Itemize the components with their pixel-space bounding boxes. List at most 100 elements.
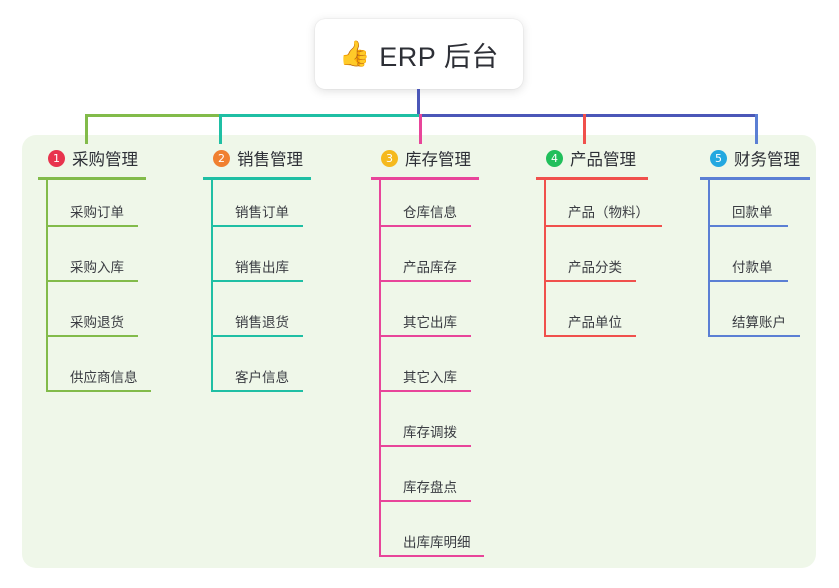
branch-item[interactable]: 销售订单 (211, 180, 311, 235)
branch-header-1[interactable]: 1 采购管理 (38, 146, 146, 170)
branch-title-underline (203, 177, 311, 180)
branch-item-underline (379, 335, 471, 337)
branch-title-underline (536, 177, 648, 180)
branch-item-underline (46, 335, 138, 337)
diagram-background-panel (22, 135, 816, 568)
branch-item-underline (544, 335, 636, 337)
branch-item-list-1: 采购订单采购入库采购退货供应商信息 (38, 180, 151, 400)
branch-item[interactable]: 销售退货 (211, 290, 311, 345)
thumbs-up-icon: 👍 (339, 39, 371, 68)
branch-item-underline (708, 335, 800, 337)
branch-item-label: 客户信息 (235, 370, 289, 385)
branch-item-label: 付款单 (732, 260, 773, 275)
branch-item[interactable]: 采购入库 (46, 235, 146, 290)
branch-item-underline (379, 555, 484, 557)
branch-item-label: 产品分类 (568, 260, 622, 275)
branch-item-label: 采购退货 (70, 315, 124, 330)
branch-item-label: 采购订单 (70, 205, 124, 220)
branch-item-list-3: 仓库信息产品库存其它出库其它入库库存调拨库存盘点出库库明细 (371, 180, 484, 565)
branch-column-2: 2 销售管理销售订单销售出库销售退货客户信息 (203, 146, 311, 400)
branch-item-label: 供应商信息 (70, 370, 138, 385)
branch-drop-5 (755, 114, 758, 144)
branch-item[interactable]: 产品库存 (379, 235, 479, 290)
branch-index-badge: 1 (48, 149, 65, 167)
branch-item[interactable]: 仓库信息 (379, 180, 479, 235)
branch-item-underline (544, 280, 636, 282)
branch-item-underline (544, 225, 662, 227)
branch-column-5: 5 财务管理回款单付款单结算账户 (700, 146, 810, 345)
branch-item[interactable]: 销售出库 (211, 235, 311, 290)
branch-spine (46, 180, 48, 392)
branch-item-label: 销售出库 (235, 260, 289, 275)
branch-item-label: 销售订单 (235, 205, 289, 220)
branch-index-badge: 2 (213, 149, 230, 167)
branch-item[interactable]: 采购订单 (46, 180, 146, 235)
branch-item[interactable]: 库存调拨 (379, 400, 479, 455)
bus-segment-3 (419, 114, 757, 117)
branch-item-underline (379, 225, 471, 227)
branch-item[interactable]: 付款单 (708, 235, 810, 290)
branch-index-badge: 5 (710, 149, 727, 167)
branch-title-underline (38, 177, 146, 180)
branch-item-underline (379, 280, 471, 282)
branch-title: 产品管理 (570, 151, 636, 169)
branch-item[interactable]: 出库库明细 (379, 510, 484, 565)
branch-item-label: 其它入库 (403, 370, 457, 385)
branch-item[interactable]: 供应商信息 (46, 345, 151, 400)
branch-item[interactable]: 产品分类 (544, 235, 648, 290)
branch-index-badge: 3 (381, 149, 398, 167)
branch-item-underline (46, 390, 151, 392)
branch-item-underline (211, 280, 303, 282)
branch-item-list-5: 回款单付款单结算账户 (700, 180, 810, 345)
branch-item-underline (379, 500, 471, 502)
branch-item-label: 其它出库 (403, 315, 457, 330)
branch-item-list-4: 产品（物料） 产品分类产品单位 (536, 180, 662, 345)
branch-item-label: 库存盘点 (403, 480, 457, 495)
root-node-title: ERP 后台 (379, 41, 499, 72)
branch-item[interactable]: 客户信息 (211, 345, 311, 400)
root-node-erp-backend[interactable]: 👍 ERP 后台 (315, 19, 523, 89)
branch-item-label: 产品库存 (403, 260, 457, 275)
branch-item-underline (211, 335, 303, 337)
bus-segment-1 (85, 114, 221, 117)
branch-item-underline (379, 445, 471, 447)
branch-item[interactable]: 结算账户 (708, 290, 810, 345)
branch-item[interactable]: 其它入库 (379, 345, 479, 400)
branch-title: 采购管理 (72, 151, 138, 169)
branch-item[interactable]: 库存盘点 (379, 455, 479, 510)
branch-item-label: 回款单 (732, 205, 773, 220)
branch-item[interactable]: 产品（物料） (544, 180, 662, 235)
branch-item-underline (46, 280, 138, 282)
branch-item[interactable]: 其它出库 (379, 290, 479, 345)
branch-title: 财务管理 (734, 151, 800, 169)
branch-item-list-2: 销售订单销售出库销售退货客户信息 (203, 180, 311, 400)
branch-item-label: 仓库信息 (403, 205, 457, 220)
branch-drop-3 (419, 114, 422, 144)
branch-item-label: 采购入库 (70, 260, 124, 275)
branch-item-label: 产品（物料） (568, 205, 649, 220)
branch-item[interactable]: 回款单 (708, 180, 810, 235)
branch-item-underline (211, 225, 303, 227)
branch-item-label: 销售退货 (235, 315, 289, 330)
branch-item-underline (379, 390, 471, 392)
branch-header-2[interactable]: 2 销售管理 (203, 146, 311, 170)
branch-title-underline (371, 177, 479, 180)
branch-item[interactable]: 产品单位 (544, 290, 648, 345)
branch-item[interactable]: 采购退货 (46, 290, 146, 345)
branch-title: 销售管理 (237, 151, 303, 169)
branch-item-underline (708, 225, 788, 227)
branch-header-5[interactable]: 5 财务管理 (700, 146, 810, 170)
branch-drop-1 (85, 114, 88, 144)
branch-spine (211, 180, 213, 392)
branch-item-label: 出库库明细 (403, 535, 471, 550)
branch-column-1: 1 采购管理采购订单采购入库采购退货供应商信息 (38, 146, 151, 400)
branch-drop-2 (219, 114, 222, 144)
branch-title-underline (700, 177, 810, 180)
branch-item-underline (46, 225, 138, 227)
branch-spine (708, 180, 710, 337)
